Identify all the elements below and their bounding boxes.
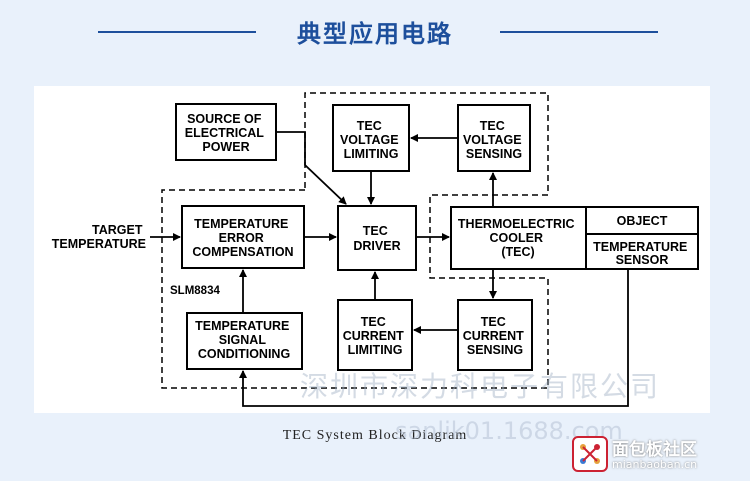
error-comp-label: TEMPERATURE ERROR COMPENSATION	[192, 217, 293, 259]
target-label: TARGET TEMPERATURE	[52, 223, 146, 251]
tec-label: THERMOELECTRIC COOLER (TEC)	[458, 217, 578, 259]
site-logo: 面包板社区 mianbaoban.cn	[572, 434, 742, 474]
v-sense-label: TEC VOLTAGE SENSING	[463, 119, 525, 161]
connectors	[150, 131, 629, 407]
c-sense-box	[457, 299, 533, 371]
logo-domain: mianbaoban.cn	[612, 458, 698, 471]
page-title: 典型应用电路	[297, 20, 453, 48]
tec-box	[450, 206, 699, 270]
error-comp-box	[181, 205, 305, 269]
signal-cond-label: TEMPERATURE SIGNAL CONDITIONING	[195, 319, 293, 361]
signal-cond-box	[186, 312, 303, 370]
c-limit-label: TEC CURRENT LIMITING	[343, 315, 408, 357]
title-rule-left	[98, 31, 256, 33]
c-limit-box	[337, 299, 413, 371]
object-label: OBJECT	[617, 214, 668, 228]
company-watermark: 深圳市深力科电子有限公司	[300, 370, 661, 403]
temp-sensor-label: TEMPERATURE SENSOR	[593, 240, 691, 267]
tec-driver-box	[337, 205, 417, 271]
v-limit-label: TEC VOLTAGE LIMITING	[340, 119, 402, 161]
chip-label: SLM8834	[170, 285, 220, 297]
tec-driver-label: TEC DRIVER	[353, 224, 400, 253]
block-boxes	[175, 103, 699, 371]
source-label: SOURCE OF ELECTRICAL POWER	[185, 112, 267, 154]
diagram-caption: TEC System Block Diagram	[282, 428, 468, 443]
c-sense-label: TEC CURRENT SENSING	[463, 315, 528, 357]
title-rule-right	[500, 31, 658, 33]
logo-icon	[572, 436, 608, 472]
logo-name: 面包板社区	[612, 440, 697, 460]
v-sense-box	[457, 104, 531, 172]
dashed-boundary	[161, 92, 549, 389]
source-box	[175, 103, 277, 161]
